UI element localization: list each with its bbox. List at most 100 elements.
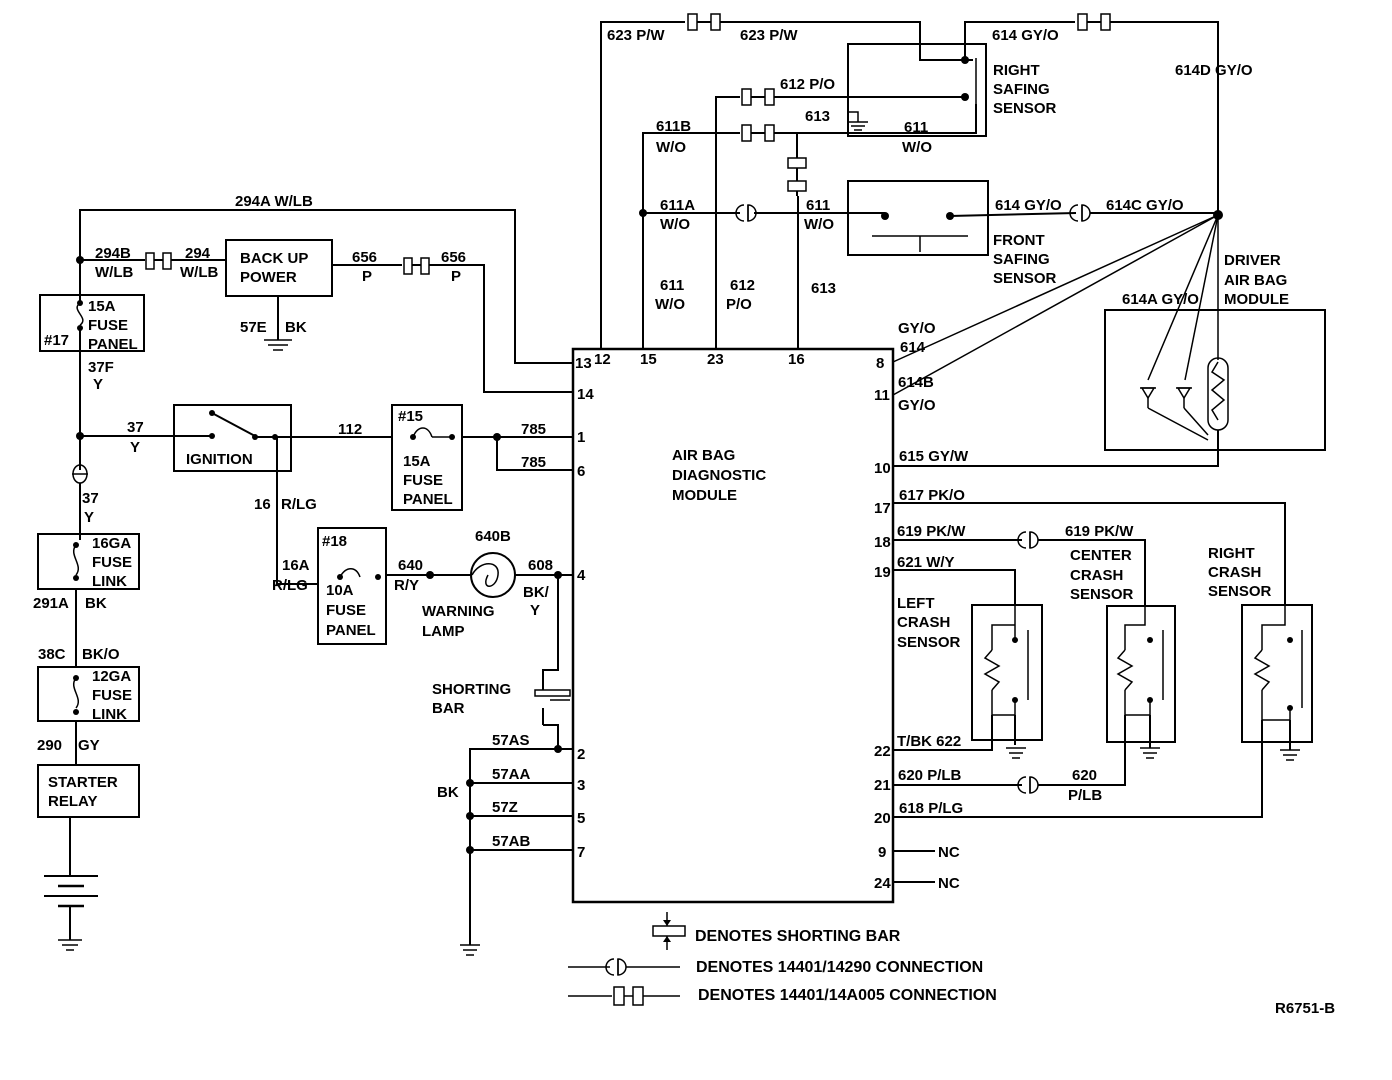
wire-label: 612 P/O (780, 76, 835, 93)
wire-label: 112 (338, 421, 362, 438)
wire-label: 16 (254, 496, 271, 513)
fuse-15-number: #15 (398, 408, 423, 425)
right-crash-label: CRASH (1208, 564, 1261, 581)
wire-label: 623 P/W (740, 27, 798, 44)
wire-label: 615 GY/W (899, 448, 969, 465)
wire-label: 656 (352, 249, 377, 266)
fuse-15-label: FUSE (403, 472, 443, 489)
right-safing-label: RIGHT (993, 62, 1040, 79)
front-safing-sensor (847, 180, 989, 256)
fuse-link-label: LINK (92, 573, 127, 590)
wire-label: 611B (656, 118, 691, 135)
fuse-link-label: FUSE (92, 687, 132, 704)
wire-label: 16A (282, 557, 310, 574)
fuse-18-label: PANEL (326, 622, 376, 639)
fuse-17 (39, 294, 145, 352)
fuse-17-label: PANEL (88, 336, 138, 353)
wire-label: R/LG (281, 496, 317, 513)
wire-label: 611 (806, 197, 830, 214)
warning-lamp-label: WARNING (422, 603, 495, 620)
pin-label: 17 (874, 500, 891, 517)
fuse-18-label: FUSE (326, 602, 366, 619)
fuse-15-label: 15A (403, 453, 431, 470)
fuse-link-label: 12GA (92, 668, 131, 685)
center-crash-sensor (1106, 605, 1176, 743)
wire-label: GY (78, 737, 100, 754)
fuse-17-label: 15A (88, 298, 116, 315)
center-crash-label: CENTER (1070, 547, 1132, 564)
wire-label: 614D GY/O (1175, 62, 1253, 79)
battery (44, 875, 98, 951)
wire-label: Y (530, 602, 540, 619)
fuse-link-label: 16GA (92, 535, 131, 552)
fuse-18-number: #18 (322, 533, 347, 550)
pin-label: 22 (874, 743, 891, 760)
wire-label: P/LB (1068, 787, 1102, 804)
pin-label: 8 (876, 355, 884, 372)
wire-label: 612 (730, 277, 755, 294)
wire-label: 38C (38, 646, 66, 663)
front-safing-label: FRONT (993, 232, 1045, 249)
wire-label: BK (437, 784, 459, 801)
wire-label: W/O (660, 216, 690, 233)
wire-label: 614A GY/O (1122, 291, 1199, 308)
wire-label: W/O (804, 216, 834, 233)
wire-label: 290 (37, 737, 62, 754)
wire-label: 623 P/W (607, 27, 665, 44)
left-crash-label: CRASH (897, 614, 950, 631)
pin-label: 15 (640, 351, 657, 368)
module-label-1: AIR BAG (672, 447, 735, 464)
pin-label: 1 (577, 429, 585, 446)
wire-label: W/O (655, 296, 685, 313)
shorting-bar (534, 689, 571, 697)
wire-label: BK (285, 319, 307, 336)
backup-power-label: POWER (240, 269, 297, 286)
wire-label: 37 (82, 490, 99, 507)
fuse-link-16ga (37, 533, 140, 590)
pin-label: 16 (788, 351, 805, 368)
wire-label: P (451, 268, 461, 285)
fuse-link-label: LINK (92, 706, 127, 723)
front-safing-label: SENSOR (993, 270, 1057, 287)
legend: DENOTES SHORTING BAR DENOTES 14401/14290… (568, 912, 997, 1006)
wire-label: 785 (521, 454, 546, 471)
wire-label: 614 GY/O (995, 197, 1062, 214)
wire-label: 640 (398, 557, 423, 574)
wire-label: 611 (660, 277, 684, 294)
starter-relay-label: STARTER (48, 774, 118, 791)
warning-lamp-label: LAMP (422, 623, 465, 640)
wire-label: P/O (726, 296, 752, 313)
pin-label: 5 (577, 810, 585, 827)
wire-label: 619 PK/W (897, 523, 966, 540)
fuse-17-label: FUSE (88, 317, 128, 334)
wire-label: 608 (528, 557, 553, 574)
wire-label: P (362, 268, 372, 285)
left-crash-label: LEFT (897, 595, 935, 612)
wire-label: 57Z (492, 799, 518, 816)
pin-label: 21 (874, 777, 891, 794)
wire-label: 785 (521, 421, 546, 438)
wire-label: 57E (240, 319, 267, 336)
pin-label: 6 (577, 463, 585, 480)
wire-label: 614 (900, 339, 926, 356)
wire-label: BK/ (523, 584, 550, 601)
fuse-17-number: #17 (44, 332, 69, 349)
air-bag-diagnostic-module (571, 347, 895, 904)
reference-number: R6751-B (1275, 1000, 1335, 1017)
pin-label: 3 (577, 777, 585, 794)
wire-label: 618 P/LG (899, 800, 963, 817)
pin-label: 18 (874, 534, 891, 551)
fuse-18-label: 10A (326, 582, 354, 599)
wire-label: Y (93, 376, 103, 393)
wire-label: T/BK 622 (897, 733, 961, 750)
ignition-label: IGNITION (186, 451, 253, 468)
pin-label: 23 (707, 351, 724, 368)
shorting-bar-label: BAR (432, 700, 465, 717)
right-crash-sensor (1241, 604, 1313, 743)
wire-label: 656 (441, 249, 466, 266)
wire-label: 37F (88, 359, 114, 376)
nc-label: NC (938, 844, 960, 861)
wire-label: BK/O (82, 646, 120, 663)
wire-label: W/LB (95, 264, 133, 281)
wire-label: Y (130, 439, 140, 456)
